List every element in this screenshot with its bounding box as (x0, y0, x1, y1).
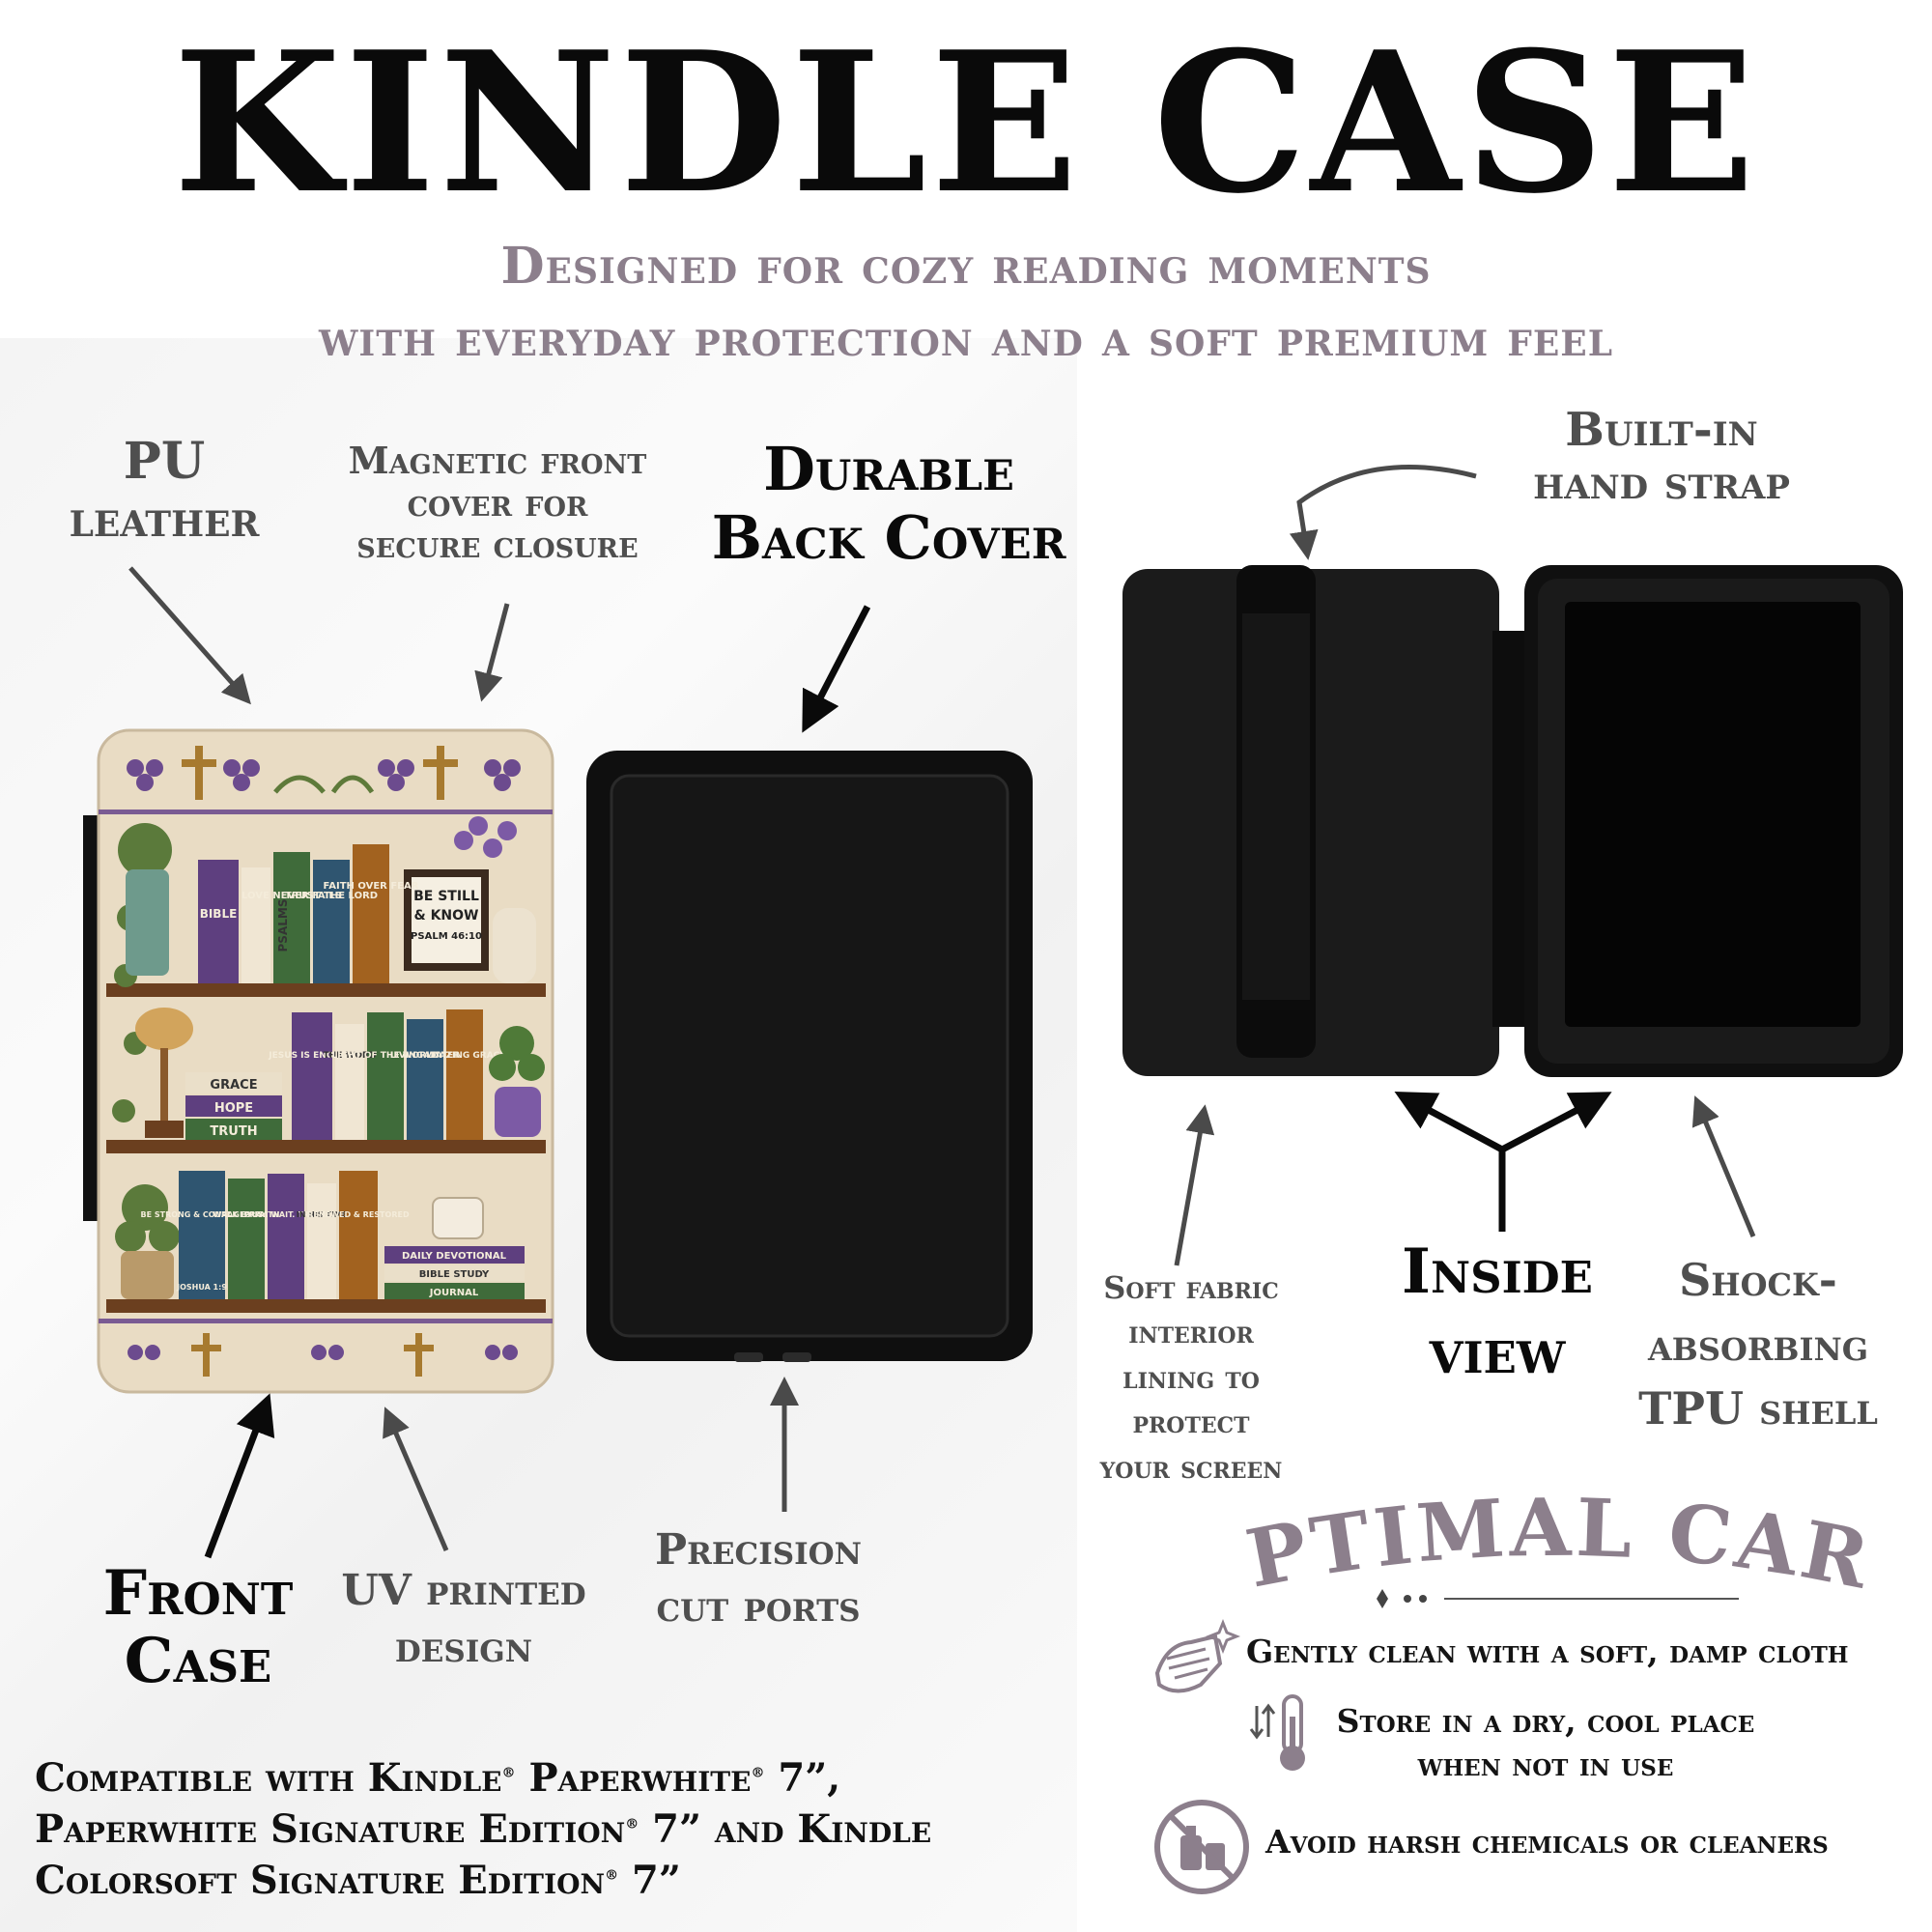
book-pray-wait-trust: PRAY. WAIT. TRUST. (244, 1210, 328, 1219)
soft-fabric-arrow (1174, 1104, 1215, 1266)
compatibility-text: Compatible with Kindle® Paperwhite® 7”, … (35, 1755, 932, 1903)
inside-view-arrow-left (1394, 1092, 1504, 1153)
book-living-water: LIVING WATER (390, 1051, 461, 1061)
front-case-illustration: BIBLE LOVE NEVER FAILS TRUST THE LORD FA… (83, 728, 554, 1394)
book-psalms: PSALMS (276, 899, 290, 952)
book-faith-over-fear: FAITH OVER FEAR (324, 881, 419, 892)
shock-absorbing-arrow (1691, 1095, 1756, 1237)
cleaning-hand-icon (1154, 1618, 1241, 1693)
book-trust-the-lord: TRUST THE LORD (285, 891, 378, 901)
hand-strap-arrow (1289, 465, 1477, 560)
durable-arrow (802, 605, 871, 733)
sign-and-know: & KNOW (414, 908, 479, 923)
book-jesus-is-enough: JESUS IS ENOUGH (268, 1051, 355, 1061)
book-be-strong: BE STRONG & COURAGEOUS (141, 1210, 264, 1219)
book-walk-by-faith: WALK BY FAITH (213, 1210, 280, 1219)
book-bible-study: BIBLE STUDY (419, 1269, 490, 1280)
book-hope: HOPE (214, 1101, 253, 1116)
pu-leather-arrow (128, 566, 251, 705)
book-journal: JOURNAL (429, 1288, 479, 1298)
care-divider (1377, 1589, 1739, 1608)
subtitle-line-1: Designed for cozy reading moments (500, 237, 1432, 296)
inside-view-illustration (1122, 565, 1903, 1077)
sign-be-still: BE STILL (413, 889, 479, 904)
care-item-avoid: Avoid harsh chemicals or cleaners (1265, 1823, 1829, 1861)
book-renewed-restored: RENEWED & RESTORED (307, 1210, 410, 1219)
book-love-never-fails: LOVE NEVER FAILS (242, 891, 342, 901)
magnetic-arrow (474, 603, 510, 702)
book-truth: TRUTH (210, 1124, 257, 1139)
back-cover-illustration (586, 751, 1033, 1362)
inside-view-arrow-right (1500, 1092, 1612, 1153)
thermometer-icon (1249, 1694, 1305, 1771)
uv-printed-arrow (383, 1406, 449, 1551)
book-amazing-grace: AMAZING GRACE (424, 1051, 506, 1061)
book-grace: GRACE (210, 1078, 257, 1093)
sign-psalm-ref: PSALM 46:10 (411, 931, 482, 942)
book-the-word: THE WORD (324, 1051, 377, 1061)
care-item-clean: Gently clean with a soft, damp cloth (1246, 1633, 1849, 1670)
book-daily-devotional: DAILY DEVOTIONAL (402, 1251, 507, 1262)
front-case-arrow (204, 1393, 275, 1559)
page-title: KINDLE CASE (173, 10, 1759, 237)
book-in-his-time: IN HIS TIME (297, 1210, 348, 1219)
book-bible: BIBLE (200, 907, 238, 921)
no-chemicals-icon (1154, 1800, 1249, 1894)
book-joshua-ref: JOSHUA 1:9 (176, 1283, 227, 1292)
subtitle-line-2: with everyday protection and a soft prem… (318, 309, 1614, 368)
book-light-of-the-world: LIGHT OF THE WORLD (332, 1051, 440, 1061)
